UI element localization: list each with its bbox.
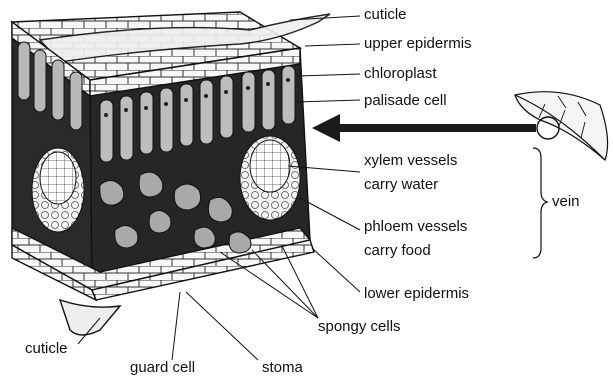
label-spongy-cells: spongy cells xyxy=(318,318,401,335)
label-lower-epidermis: lower epidermis xyxy=(364,285,469,302)
label-cuticle-top: cuticle xyxy=(364,6,407,23)
label-stoma: stoma xyxy=(262,359,303,376)
label-palisade-cell: palisade cell xyxy=(364,92,447,109)
label-phloem-line1: phloem vessels xyxy=(364,218,467,235)
label-guard-cell: guard cell xyxy=(130,359,195,376)
label-xylem-line1: xylem vessels xyxy=(364,152,457,169)
vein-bracket xyxy=(533,148,547,258)
right-vein xyxy=(240,136,300,220)
label-xylem-line2: carry water xyxy=(364,176,438,193)
label-cuticle-bottom: cuticle xyxy=(25,340,68,357)
magnification-arrow xyxy=(312,114,536,142)
label-chloroplast: chloroplast xyxy=(364,65,437,82)
left-vein xyxy=(32,148,84,232)
label-phloem-line2: carry food xyxy=(364,242,431,259)
label-vein: vein xyxy=(552,193,580,210)
label-upper-epidermis: upper epidermis xyxy=(364,35,472,52)
